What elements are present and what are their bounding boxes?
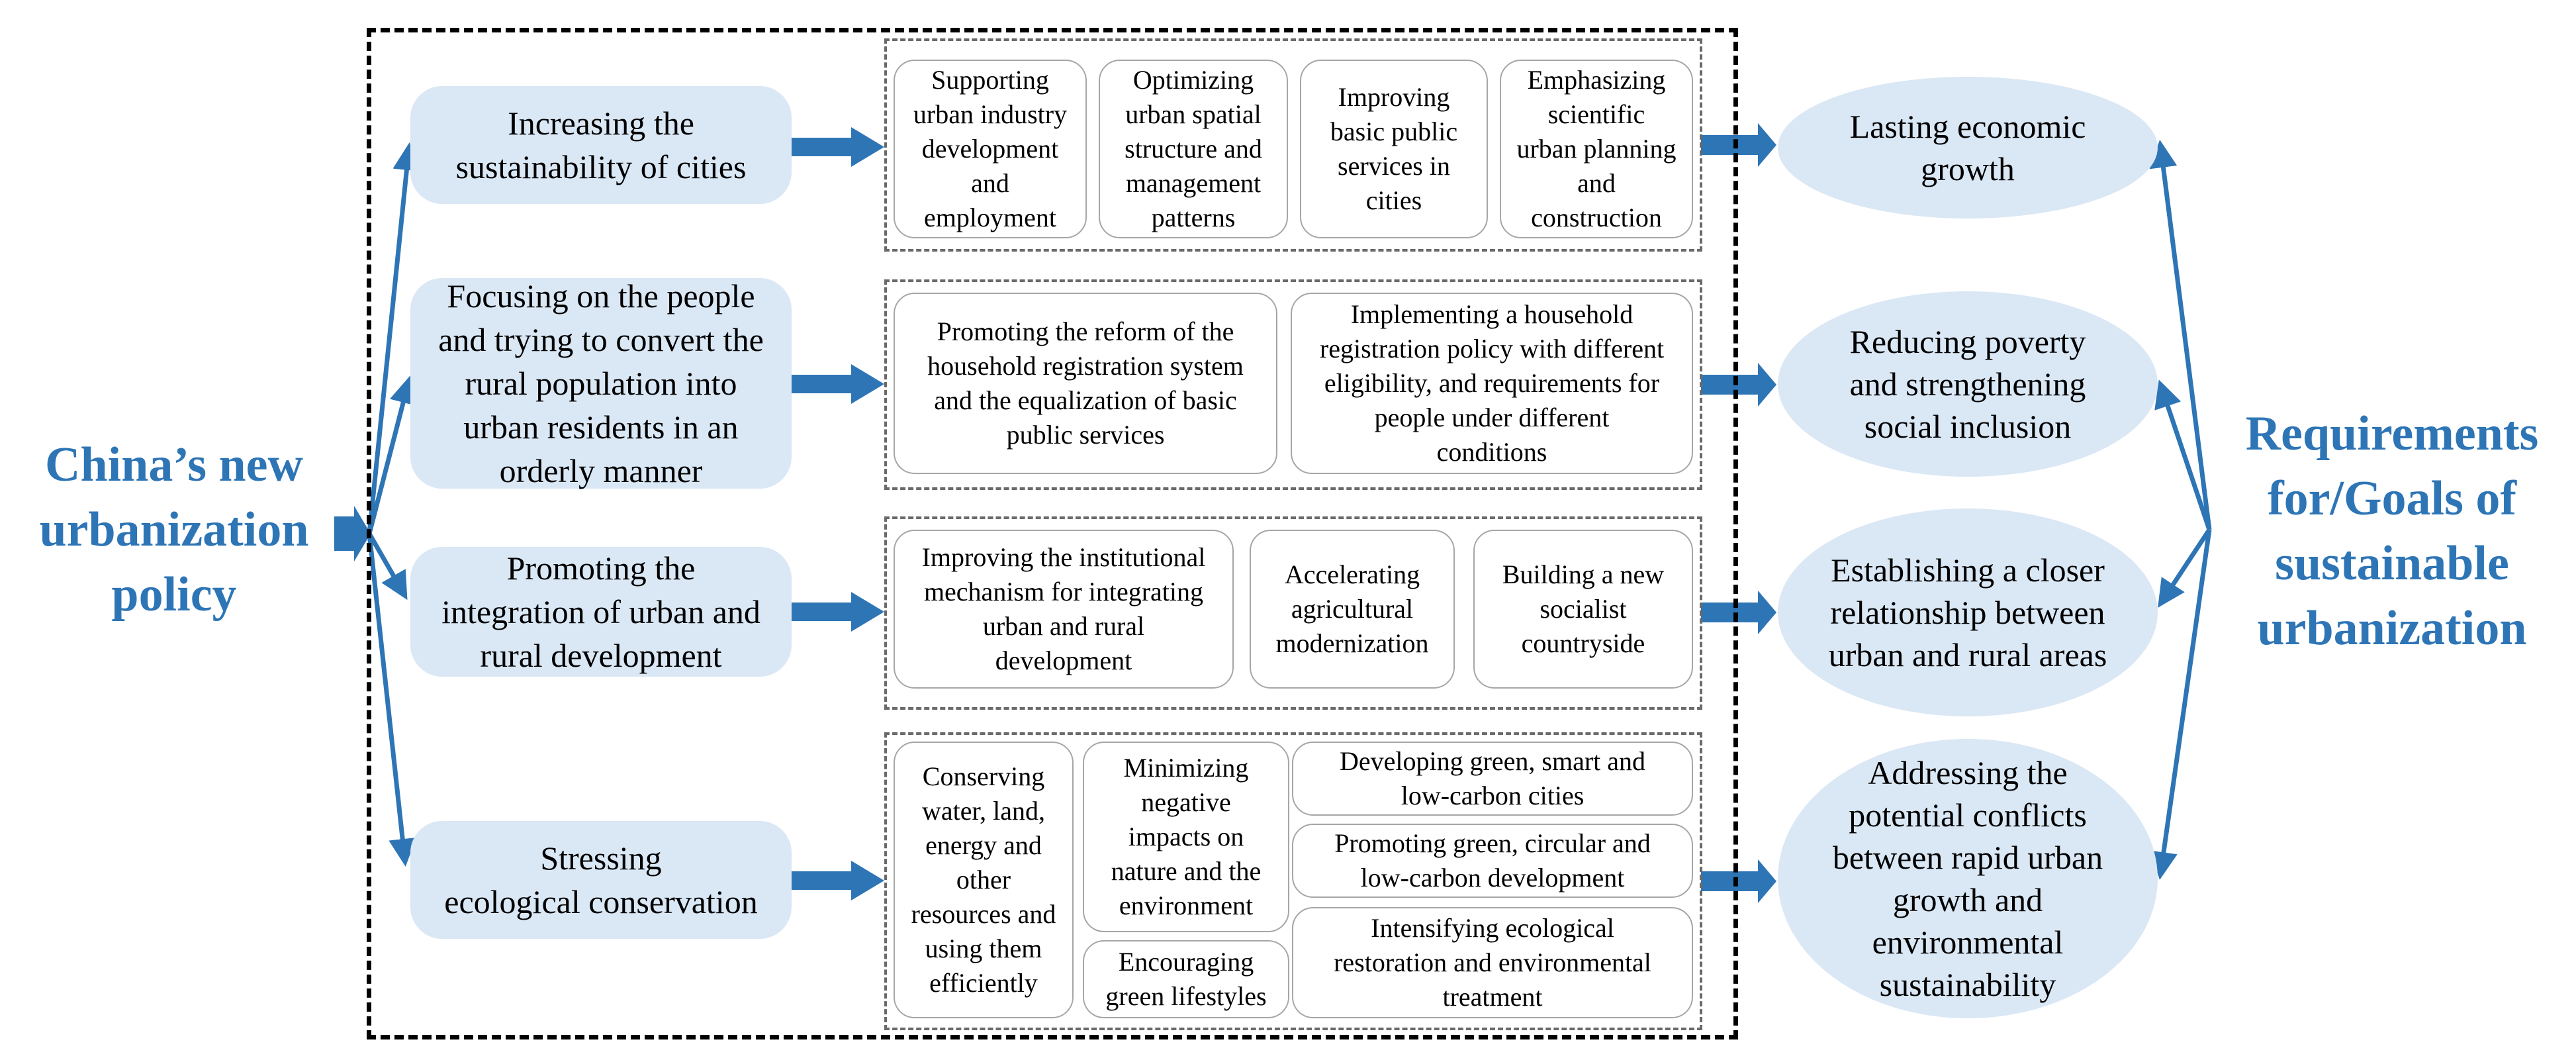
goal-poverty-inclusion: Reducing poverty and strengthening socia…: [1778, 291, 2158, 477]
strategy-sustainability: Increasing the sustainability of cities: [410, 86, 792, 204]
strategy-people-centered: Focusing on the people and trying to con…: [410, 277, 792, 489]
strategy-urban-rural-integration: Promoting the integration of urban and r…: [410, 547, 792, 677]
measure-socialist-countryside: Building a new socialist countryside: [1473, 530, 1693, 689]
measure-public-services-cities: Improving basic public services in citie…: [1300, 60, 1488, 238]
measure-green-smart-cities: Developing green, smart and low-carbon c…: [1292, 742, 1693, 816]
measure-resource-conservation: Conserving water, land, energy and other…: [894, 742, 1074, 1018]
measure-green-lifestyles: Encouraging green lifestyles: [1083, 940, 1289, 1018]
measure-agricultural-modernization: Accelerating agricultural modernization: [1250, 530, 1455, 689]
measure-urban-planning: Emphasizing scientific urban planning an…: [1500, 60, 1693, 238]
fan-lines-left: [367, 142, 421, 867]
measure-group-1: [884, 38, 1702, 252]
policy-arrow: [334, 506, 371, 561]
measure-institutional-mechanism: Improving the institutional mechanism fo…: [894, 530, 1234, 689]
fan-lines-right: [2149, 140, 2212, 880]
measure-group-3: [884, 516, 1702, 710]
measure-minimize-impacts: Minimizing negative impacts on nature an…: [1083, 742, 1289, 932]
goal-urban-rural-relationship: Establishing a closer relationship betwe…: [1778, 508, 2158, 716]
block-arrows-strategy-to-group: [792, 127, 884, 900]
goal-economic-growth: Lasting economic growth: [1778, 77, 2158, 218]
measure-group-4: [884, 732, 1702, 1030]
policy-title: China’s new urbanization policy: [39, 438, 309, 622]
policy-frame: [367, 28, 1738, 1039]
measure-spatial-structure: Optimizing urban spatial structure and m…: [1099, 60, 1288, 238]
measure-ecological-restoration: Intensifying ecological restoration and …: [1292, 907, 1693, 1018]
measure-household-reform: Promoting the reform of the household re…: [894, 293, 1277, 474]
goal-environmental-sustainability: Addressing the potential conflicts betwe…: [1778, 739, 2158, 1018]
measure-group-2: [884, 279, 1702, 490]
goals-title: Requirements for/Goals of sustainable ur…: [2245, 407, 2539, 655]
measure-circular-development: Promoting green, circular and low-carbon…: [1292, 824, 1693, 898]
measure-household-policy: Implementing a household registration po…: [1291, 293, 1693, 474]
strategy-ecological-conservation: Stressing ecological conservation: [410, 821, 792, 939]
block-arrows-group-to-goal: [1701, 123, 1776, 903]
measure-industry-employment: Supporting urban industry development an…: [894, 60, 1087, 238]
